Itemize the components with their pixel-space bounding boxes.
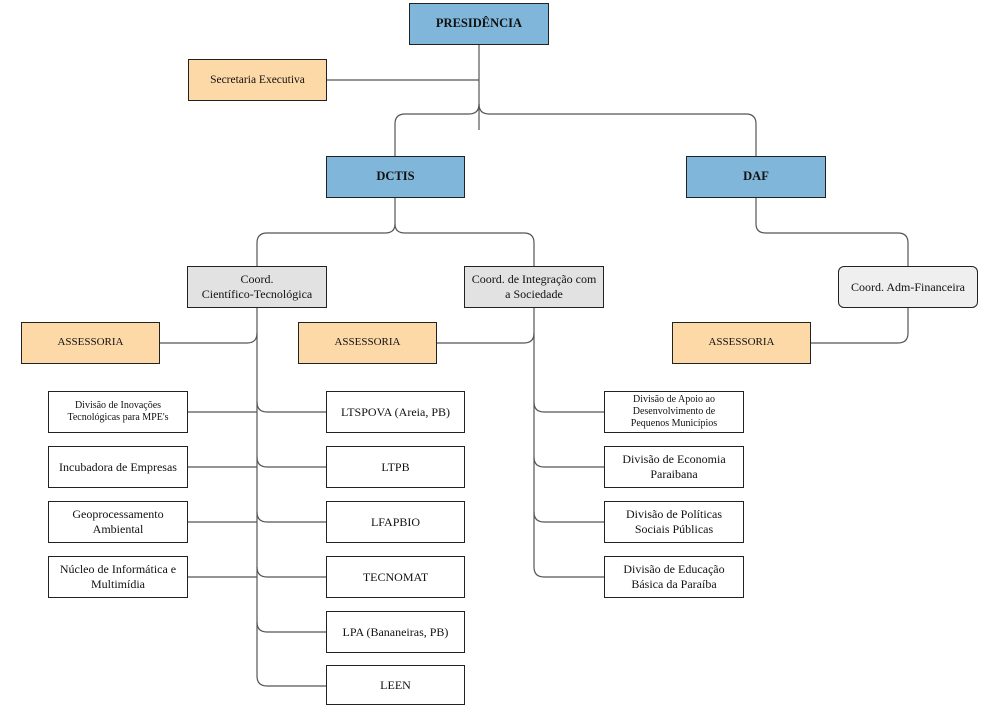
node-ltspova: LTSPOVA (Areia, PB) — [326, 391, 465, 433]
connector-line — [256, 308, 326, 687]
node-nucleo-informatica: Núcleo de Informática e Multimídia — [48, 556, 188, 598]
node-geoprocessamento: Geoprocessamento Ambiental — [48, 501, 188, 543]
node-secretaria-executiva: Secretaria Executiva — [188, 59, 327, 101]
node-divisao-economia: Divisão de Economia Paraibana — [604, 446, 744, 488]
node-dctis: DCTIS — [326, 156, 465, 198]
node-coord-integracao-sociedade: Coord. de Integração com a Sociedade — [464, 266, 604, 308]
connector-line — [755, 198, 909, 266]
node-tecnomat: TECNOMAT — [326, 556, 465, 598]
connector-line — [478, 103, 757, 156]
connector-line — [256, 621, 326, 633]
node-lpa: LPA (Bananeiras, PB) — [326, 611, 465, 653]
connector-line — [160, 332, 258, 344]
node-assessoria-integracao: ASSESSORIA — [298, 322, 437, 364]
connector-line — [394, 223, 535, 266]
node-assessoria-cientifico: ASSESSORIA — [21, 322, 160, 364]
node-presidencia: PRESIDÊNCIA — [409, 3, 549, 45]
node-assessoria-adm: ASSESSORIA — [672, 322, 811, 364]
connector-line — [256, 401, 326, 413]
connector-line — [437, 332, 535, 344]
node-incubadora-empresas: Incubadora de Empresas — [48, 446, 188, 488]
node-ltpb: LTPB — [326, 446, 465, 488]
node-divisao-politicas: Divisão de Políticas Sociais Públicas — [604, 501, 744, 543]
node-coord-adm-financeira: Coord. Adm-Financeira — [838, 266, 978, 308]
connector-line — [256, 223, 396, 266]
node-leen: LEEN — [326, 665, 465, 705]
connector-line — [533, 511, 604, 523]
connector-line — [533, 308, 604, 578]
connector-line — [256, 456, 326, 468]
connector-line — [394, 103, 480, 156]
node-divisao-apoio-municipios: Divisão de Apoio ao Desenvolvimento de P… — [604, 391, 744, 433]
connector-line — [533, 456, 604, 468]
node-lfapbio: LFAPBIO — [326, 501, 465, 543]
node-divisao-educacao: Divisão de Educação Básica da Paraíba — [604, 556, 744, 598]
connector-line — [811, 308, 909, 344]
connector-line — [256, 511, 326, 523]
node-coord-cientifico-tecnologica: Coord. Científico-Tecnológica — [187, 266, 327, 308]
connector-line — [256, 566, 326, 578]
node-daf: DAF — [686, 156, 826, 198]
connector-line — [533, 401, 604, 413]
node-divisao-inovacoes: Divisão de Inovações Tecnológicas para M… — [48, 391, 188, 433]
